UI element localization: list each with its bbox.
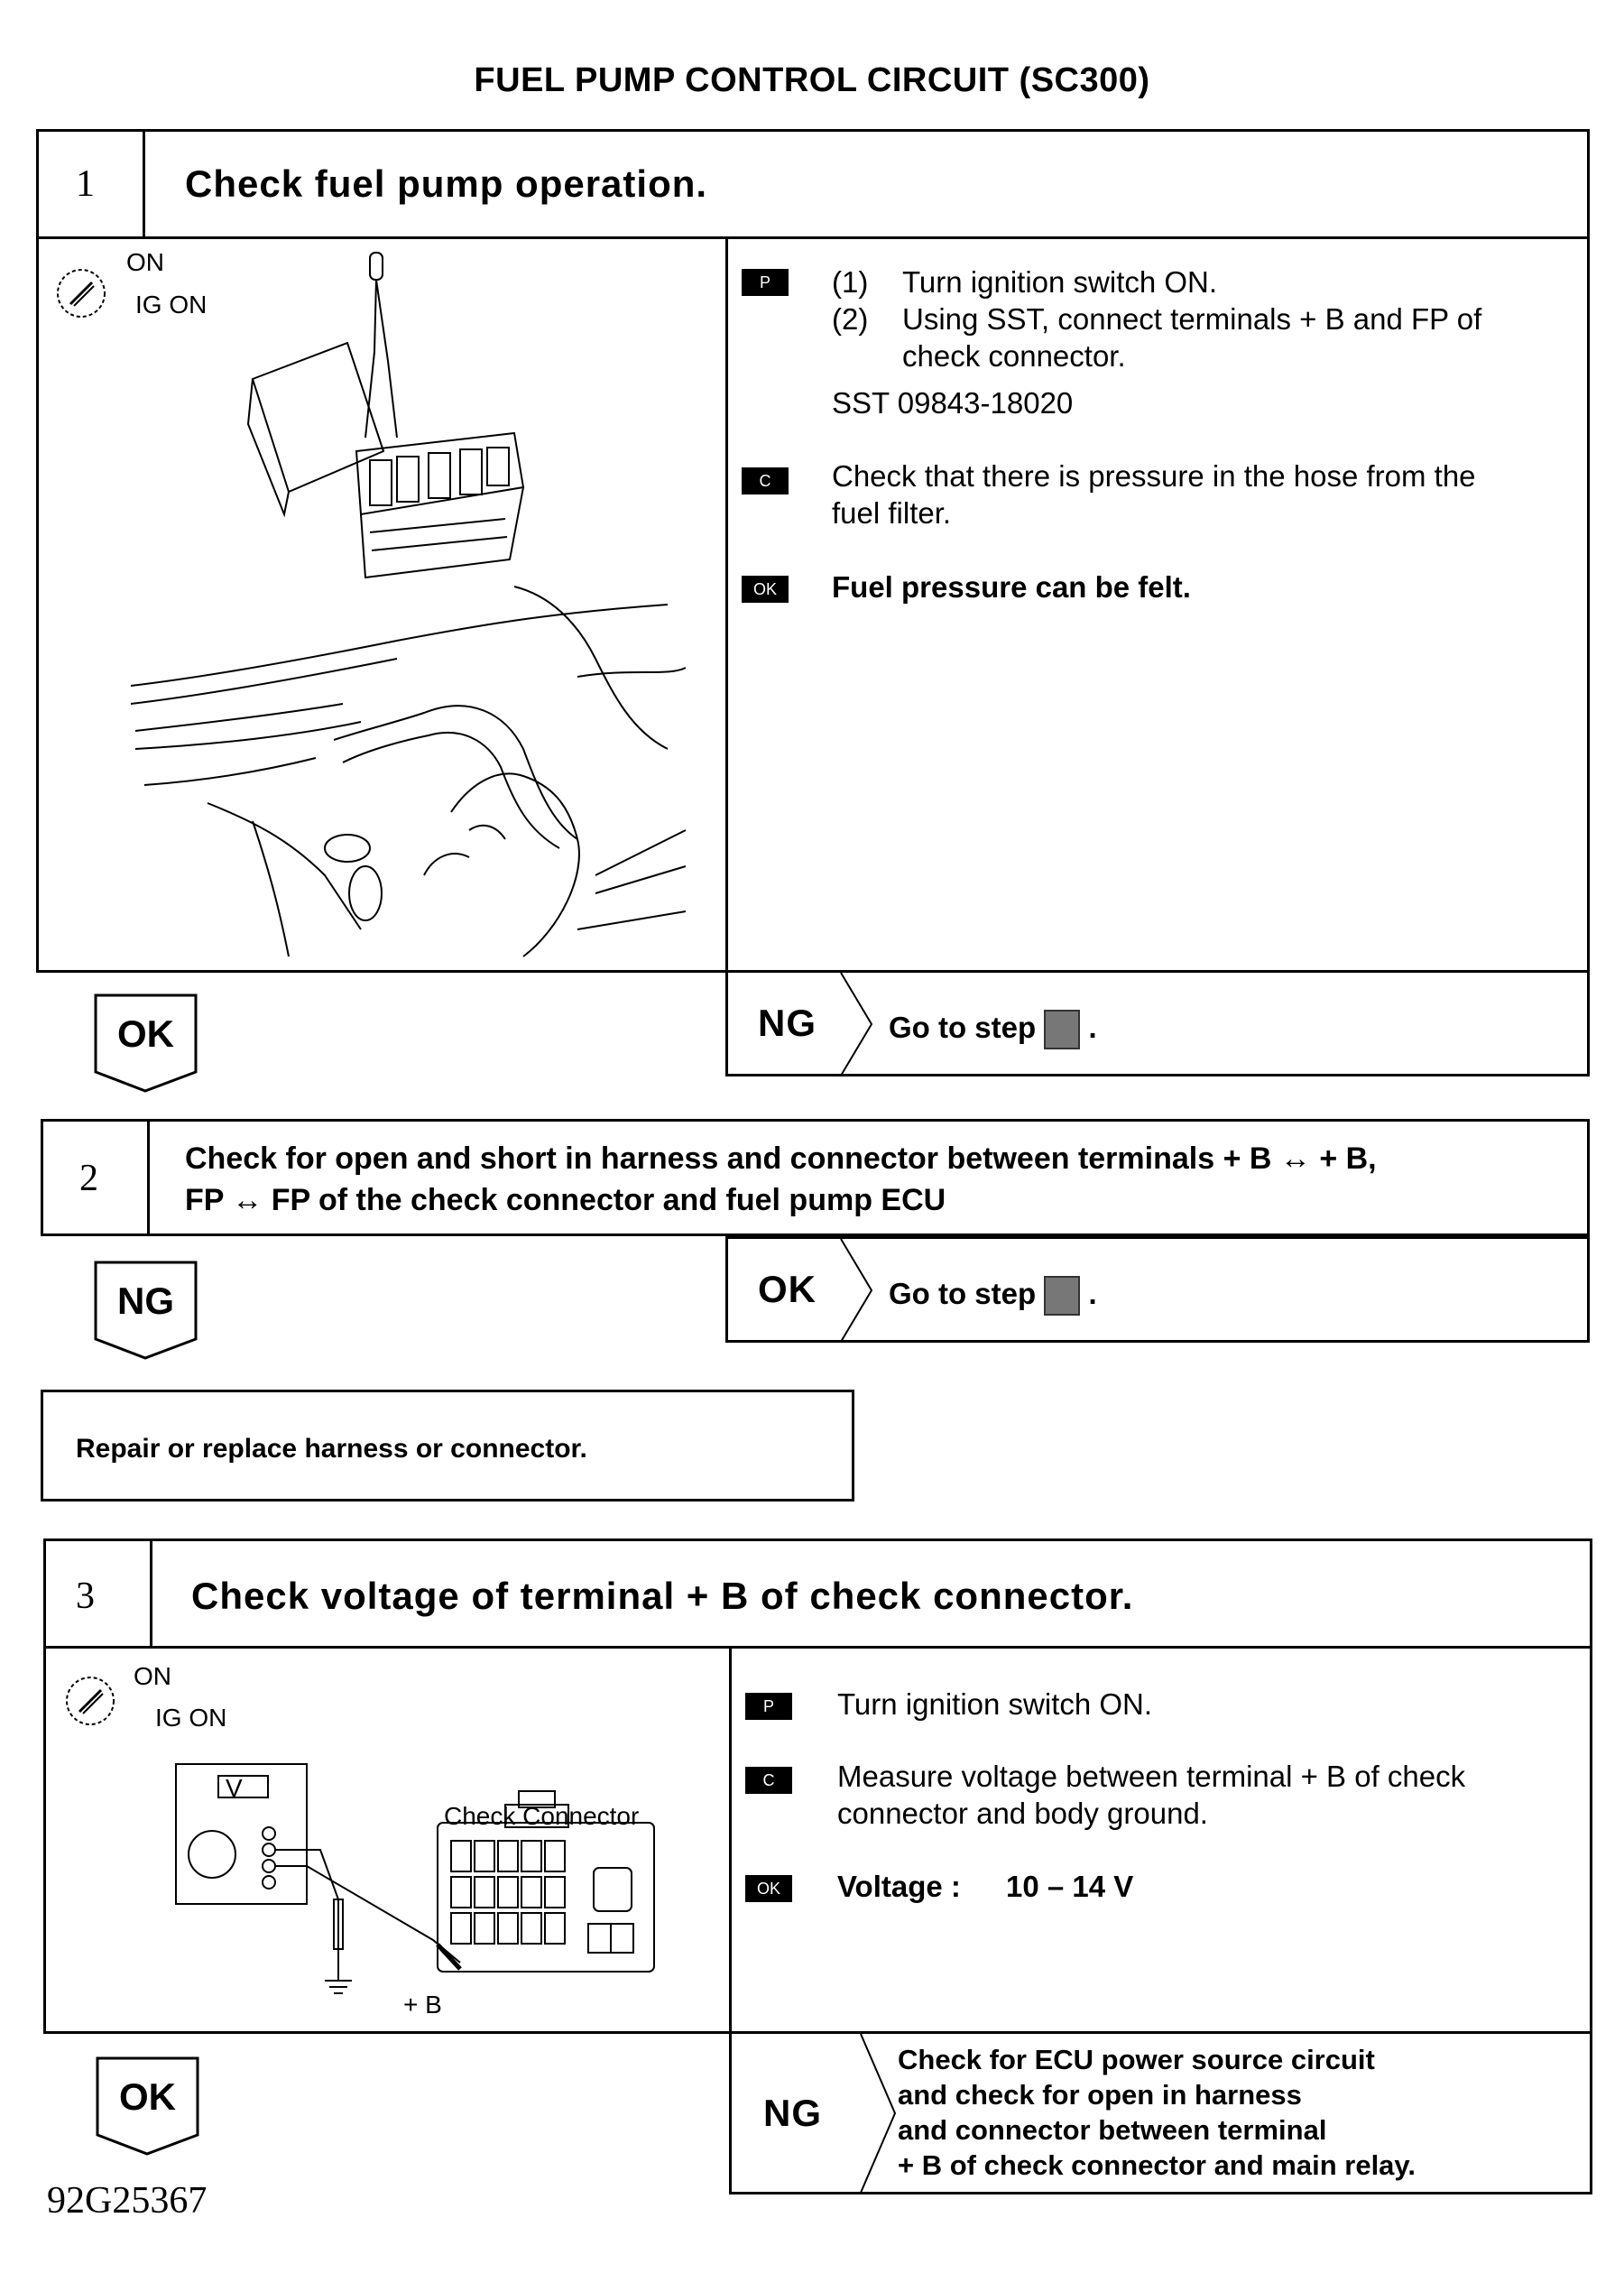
step1-ng-action: Go to step .	[889, 1009, 1097, 1050]
step3-ng-label: NG	[763, 2092, 822, 2134]
step1-p-line2-num: (2)	[832, 302, 869, 336]
step2-ng-result: NG	[93, 1260, 198, 1361]
voltmeter-diagram	[175, 1763, 655, 1994]
repair-box	[41, 1390, 854, 1501]
step2-title-b: FP ↔ FP of the check connector and fuel …	[185, 1183, 946, 1217]
step3-ng-text-d: + B of check connector and main relay.	[898, 2149, 1416, 2181]
step3-ig-on: ON	[134, 1662, 171, 1690]
step3-ng-text-c: and connector between terminal	[898, 2114, 1327, 2146]
step1-c-text-a: Check that there is pressure in the hose…	[832, 459, 1476, 493]
fuel-pump-illustration	[130, 252, 687, 957]
step1-ok-label: OK	[117, 1012, 174, 1055]
step1-p-line2a: Using SST, connect terminals + B and FP …	[902, 302, 1482, 336]
step1-p-badge: P	[742, 269, 789, 296]
meter-label: V	[226, 1774, 243, 1802]
step1-ig-igon: IG ON	[135, 291, 208, 319]
step1-p-line1-num: (1)	[832, 265, 869, 299]
step1-c-text-b: fuel filter.	[832, 496, 952, 530]
step3-c-badge: C	[745, 1767, 792, 1794]
step1-c-badge: C	[742, 467, 789, 494]
step3-title: Check voltage of terminal + B of check c…	[191, 1575, 1134, 1617]
step1-ok-result: OK	[93, 993, 198, 1094]
step1-ng-label: NG	[758, 1002, 817, 1044]
repair-text: Repair or replace harness or connector.	[76, 1434, 587, 1464]
step3-ok-badge: OK	[745, 1875, 792, 1902]
terminal-label: + B	[403, 1991, 442, 2019]
step1-ng-chevron	[840, 973, 873, 1076]
step3-ng-text-b: and check for open in harness	[898, 2079, 1302, 2111]
step3-c-text-b: connector and body ground.	[837, 1797, 1208, 1830]
step3-ig-igon: IG ON	[155, 1704, 227, 1732]
figure-id: 92G25367	[47, 2180, 208, 2222]
step2-ok-action: Go to step .	[889, 1275, 1097, 1317]
step3-c-text-a: Measure voltage between terminal + B of …	[837, 1760, 1466, 1793]
step3-ok-label: Voltage :	[837, 1870, 961, 1903]
page-title: FUEL PUMP CONTROL CIRCUIT (SC300)	[474, 61, 1150, 99]
connector-label: Check Connector	[444, 1802, 640, 1830]
step3-number: 3	[76, 1575, 95, 1617]
step3-ng-box	[729, 2031, 1592, 2194]
step2-ok-box	[725, 1236, 1590, 1343]
ignition-key-icon	[66, 1677, 115, 1725]
step1-ig-on: ON	[126, 248, 164, 276]
step1-number: 1	[76, 163, 95, 205]
step2-header-box	[41, 1119, 1590, 1236]
step2-ng-label: NG	[117, 1280, 174, 1322]
step1-ng-box	[725, 970, 1590, 1076]
step3-ok-result: OK	[95, 2056, 200, 2157]
step3-p-text: Turn ignition switch ON.	[837, 1687, 1153, 1721]
step3-ok-label-text: OK	[119, 2075, 176, 2118]
step1-title: Check fuel pump operation.	[185, 162, 708, 205]
step1-p-line1: Turn ignition switch ON.	[902, 265, 1218, 299]
step1-ng-action-text: Go to step	[889, 1011, 1037, 1044]
step2-ok-chevron	[840, 1239, 873, 1342]
step2-number: 2	[79, 1158, 98, 1199]
step1-ok-badge: OK	[742, 576, 789, 603]
step2-ok-action-text: Go to step	[889, 1277, 1037, 1310]
step-reference-icon	[1044, 1010, 1081, 1050]
step3-ng-text-a: Check for ECU power source circuit	[898, 2044, 1375, 2075]
step1-sst: SST 09843-18020	[832, 386, 1074, 420]
step3-ng-chevron	[860, 2034, 897, 2193]
step2-title-a: Check for open and short in harness and …	[185, 1141, 1377, 1176]
step-reference-icon	[1044, 1276, 1081, 1317]
step3-p-badge: P	[745, 1693, 792, 1720]
step1-ok-text: Fuel pressure can be felt.	[832, 570, 1191, 604]
ignition-key-icon	[57, 269, 106, 318]
step3-ok-value: 10 – 14 V	[1006, 1870, 1134, 1903]
step2-ok-label: OK	[758, 1268, 817, 1310]
step1-p-line2b: check connector.	[902, 339, 1126, 373]
